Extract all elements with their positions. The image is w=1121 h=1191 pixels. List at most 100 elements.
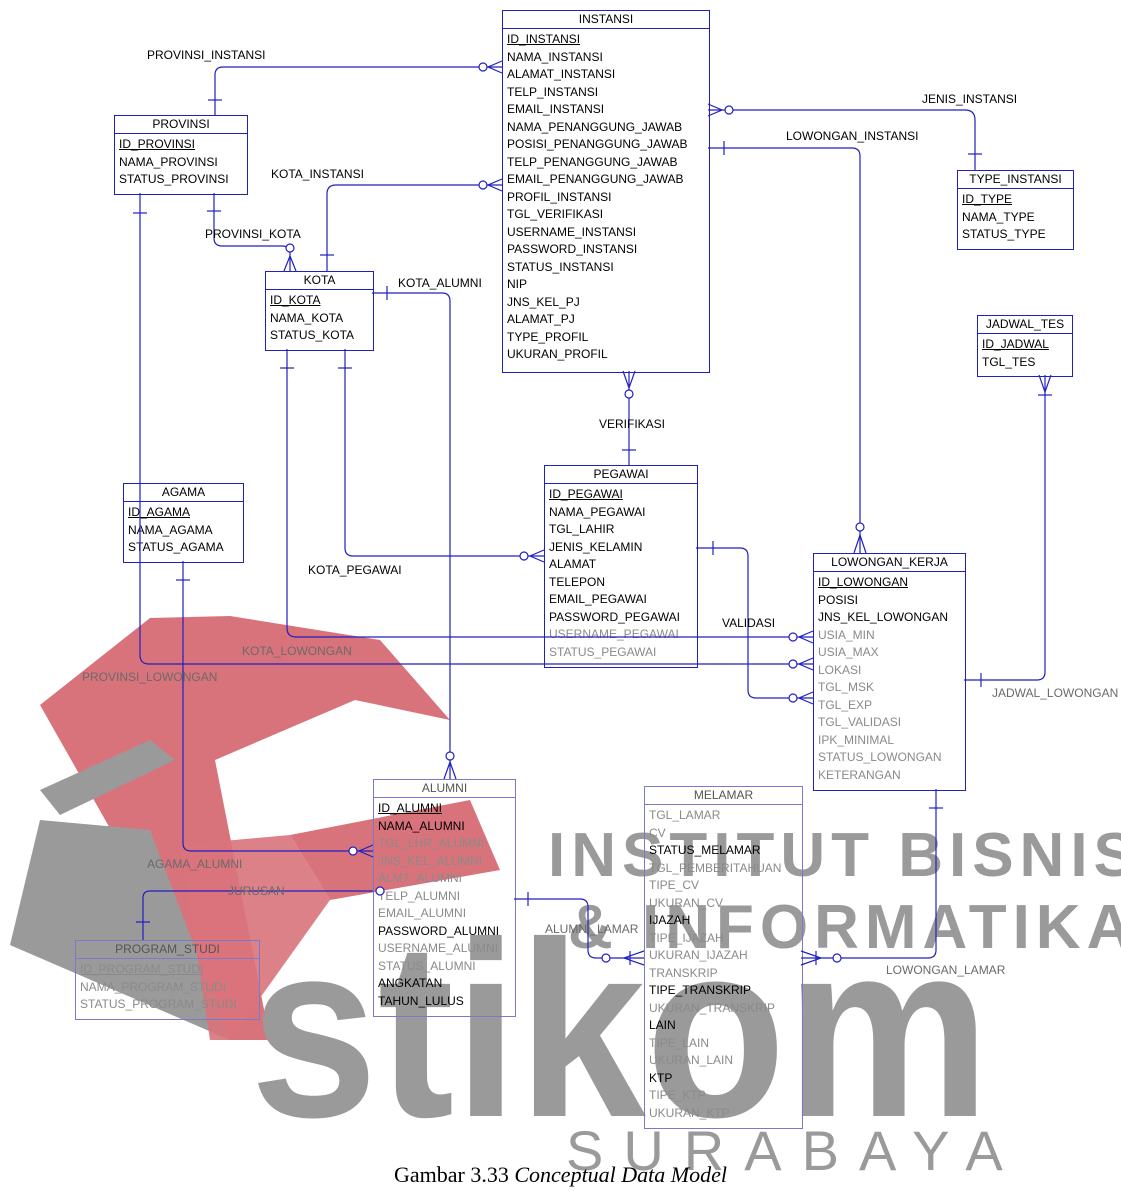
rel-provinsi-kota: PROVINSI_KOTA (205, 227, 301, 241)
attribute: ALAMAT (549, 557, 597, 571)
attribute: JENIS_KELAMIN (549, 539, 643, 554)
attribute: STATUS_PEGAWAI (549, 644, 657, 659)
primary-key-attribute: ID_PROGRAM_STUDI (80, 962, 204, 976)
attribute: TGL_EXP (818, 697, 873, 712)
attribute: STATUS_ALUMNI (378, 958, 476, 973)
attribute: NAMA_ALUMNI (378, 818, 465, 833)
rel-verifikasi: VERIFIKASI (599, 417, 666, 431)
attribute: EMAIL_PEGAWAI (549, 592, 647, 606)
attribute: TELEPON (549, 574, 606, 589)
attribute: NAMA_PENANGGUNG_JAWAB (507, 119, 683, 134)
attribute: ANGKATAN (378, 976, 443, 990)
attribute: ALAMAT_INSTANSI (507, 67, 616, 81)
attribute: STATUS_LOWONGAN (818, 750, 942, 764)
logo-grey-shape (10, 820, 230, 1040)
attribute: TELP_ALUMNI (378, 888, 461, 903)
attribute: NAMA_AGAMA (128, 522, 213, 537)
entity-name: JADWAL_TES (978, 316, 1072, 334)
attribute: UKURAN_TRANSKRIP (649, 1000, 776, 1015)
attribute: POSISI (818, 592, 859, 607)
attribute: UKURAN_LAIN (649, 1053, 734, 1067)
entity-name: TYPE_INSTANSI (958, 171, 1073, 189)
attribute: ALAMAT_PJ (507, 312, 575, 326)
entity-kota: KOTA ID_KOTA NAMA_KOTA STATUS_KOTA (265, 271, 374, 351)
attribute: EMAIL_PENANGGUNG_JAWAB (507, 172, 684, 186)
attribute: KTP (649, 1070, 673, 1085)
attribute: TGL_VERIFIKASI (507, 207, 604, 221)
primary-key-attribute: ID_AGAMA (128, 505, 191, 519)
primary-key-attribute: ID_KOTA (270, 293, 321, 307)
attribute: TYPE_PROFIL (507, 329, 589, 344)
rel-agama-alumni: AGAMA_ALUMNI (147, 857, 243, 871)
attribute: NAMA_INSTANSI (507, 49, 603, 64)
rel-kota-alumni: KOTA_ALUMNI (398, 276, 482, 290)
caption-prefix: Gambar 3.33 (394, 1162, 515, 1187)
attribute: STATUS_AGAMA (128, 540, 224, 554)
attribute-list: ID_AGAMA NAMA_AGAMA STATUS_AGAMA (124, 502, 243, 561)
attribute: NAMA_KOTA (270, 310, 344, 325)
entity-name: AGAMA (124, 484, 243, 502)
attribute: TELP_PENANGGUNG_JAWAB (507, 154, 678, 169)
attribute: KETERANGAN (818, 767, 901, 782)
attribute: POSISI_PENANGGUNG_JAWAB (507, 137, 688, 151)
attribute: TIPE_LAIN (649, 1035, 710, 1050)
attribute: STATUS_TYPE (962, 227, 1046, 241)
primary-key-attribute: ID_PEGAWAI (549, 487, 623, 501)
rel-validasi: VALIDASI (722, 616, 776, 630)
entity-name: KOTA (266, 272, 373, 290)
attribute: STATUS_PROVINSI (119, 172, 229, 186)
primary-key-attribute: ID_LOWONGAN (818, 575, 909, 589)
logo-grey-bar-1 (40, 740, 175, 815)
entity-name: PROGRAM_STUDI (76, 941, 259, 959)
attribute: JNS_KEL_LOWONGAN (818, 610, 949, 624)
attribute: TGL_MSK (818, 680, 875, 694)
attribute: PROFIL_INSTANSI (507, 189, 612, 204)
attribute: NIP (507, 277, 528, 291)
attribute: UKURAN_CV (649, 895, 724, 910)
attribute: UKURAN_PROFIL (507, 347, 608, 361)
attribute: USERNAME_ALUMNI (378, 941, 499, 955)
attribute: USERNAME_PEGAWAI (549, 627, 679, 641)
rel-lowongan-instansi: LOWONGAN_INSTANSI (786, 129, 919, 143)
attribute: JNS_KEL_PJ (507, 294, 580, 309)
primary-key-attribute: ID_PROVINSI (119, 137, 196, 151)
attribute: ALMT_ALUMNI (378, 871, 463, 885)
attribute: IJAZAH (649, 913, 691, 927)
attribute: TGL_PEMBERITAHUAN (649, 860, 782, 875)
attribute: STATUS_MELAMAR (649, 843, 761, 857)
attribute: PASSWORD_PEGAWAI (549, 609, 680, 624)
attribute: TRANSKRIP (649, 965, 718, 980)
rel-kota-lowongan: KOTA_LOWONGAN (242, 644, 352, 658)
entity-name: INSTANSI (503, 11, 709, 29)
attribute: STATUS_INSTANSI (507, 259, 614, 274)
attribute: TGL_VALIDASI (818, 715, 902, 729)
attribute: EMAIL_ALUMNI (378, 906, 467, 920)
attribute: STATUS_KOTA (270, 328, 355, 342)
watermark-institut-bisnis: INSTITUT BISNIS (548, 821, 1121, 890)
primary-key-attribute: ID_TYPE (962, 192, 1013, 206)
rel-kota-instansi: KOTA_INSTANSI (271, 167, 364, 181)
rel-alumni-lamar: ALUMNI_LAMAR (545, 922, 639, 936)
attribute: TGL_TES (982, 354, 1036, 369)
attribute: TGL_LAHIR (549, 522, 615, 536)
entity-agama: AGAMA ID_AGAMA NAMA_AGAMA STATUS_AGAMA (123, 483, 244, 563)
attribute: USIA_MAX (818, 645, 879, 659)
attribute: TAHUN_LULUS (378, 993, 464, 1008)
entity-name: MELAMAR (645, 787, 802, 805)
rel-provinsi-lowongan: PROVINSI_LOWONGAN (82, 670, 218, 684)
entity-name: PEGAWAI (545, 466, 697, 484)
attribute: LOKASI (818, 662, 862, 677)
